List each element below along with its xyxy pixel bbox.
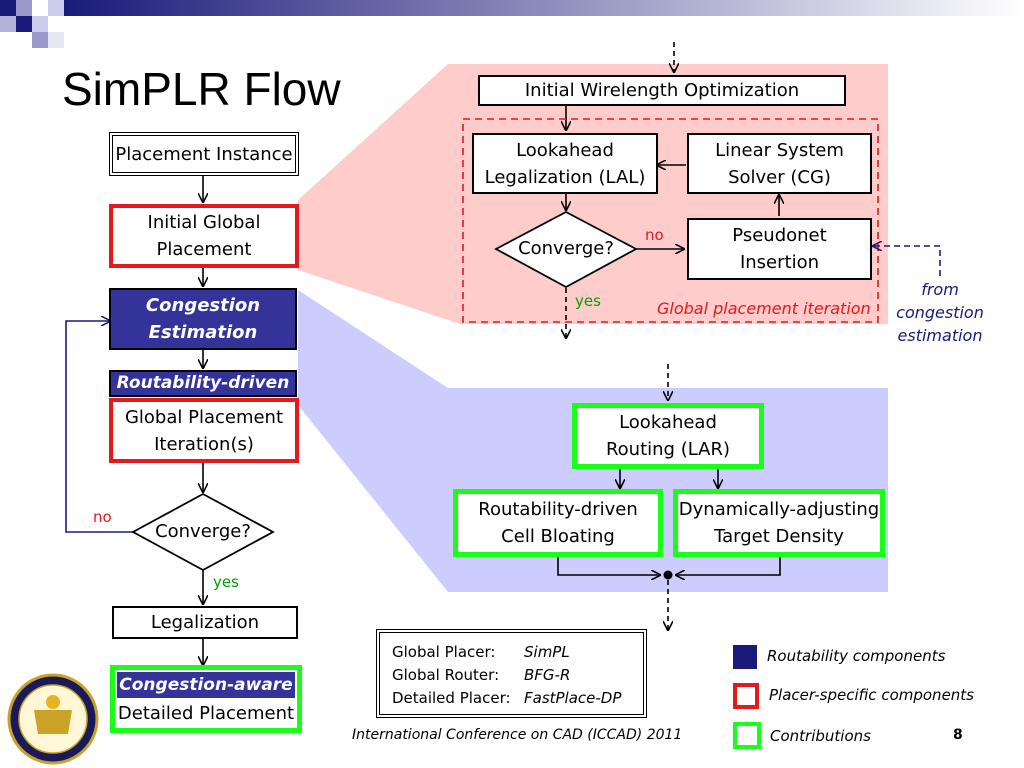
tools-row-label: Global Router: (392, 666, 500, 684)
legend-contributions-label: Contributions (770, 727, 871, 745)
tools-row-label: Detailed Placer: (392, 689, 511, 707)
no-label-top: no (645, 226, 664, 244)
header-gradient-bar (64, 0, 1024, 16)
global-placement-iteration-label: Global placement iteration (657, 299, 871, 318)
legend-green-swatch (733, 722, 761, 749)
tools-box: Global Placer: SimPL Global Router: BFG-R De… (376, 629, 647, 718)
routability-driven-header: Routability-driven (109, 370, 297, 397)
tools-row-value: FastPlace-DP (524, 689, 622, 707)
cell-bloating-box: Routability-driven Cell Bloating (453, 489, 663, 557)
legend-routability-label: Routability components (767, 647, 946, 665)
converge-label-left: Converge? (155, 521, 251, 542)
detailed-placement-label: Detailed Placement (117, 703, 295, 724)
placement-instance-box: Placement Instance (109, 132, 299, 176)
legalization-box: Legalization (112, 606, 298, 639)
legend-navy-swatch (733, 645, 757, 669)
tools-row-value: BFG-R (524, 666, 571, 684)
converge-diamond-left (131, 492, 275, 572)
no-label-left: no (93, 508, 112, 526)
university-seal-logo (7, 673, 99, 765)
from-congestion-label: from congestion estimation (896, 280, 984, 345)
footer-conference: International Conference on CAD (ICCAD) … (352, 727, 683, 743)
tools-row: Detailed Placer: FastPlace-DP (392, 687, 621, 710)
congestion-estimation-box: Congestion Estimation (109, 288, 297, 350)
global-placement-iterations-box: Global Placement Iteration(s) (109, 398, 299, 463)
legend-placer-specific-label: Placer-specific components (769, 686, 974, 704)
yes-label-top: yes (575, 292, 601, 310)
yes-label-left: yes (213, 573, 239, 591)
tools-row-label: Global Placer: (392, 643, 496, 661)
lar-box: Lookahead Routing (LAR) (572, 403, 764, 469)
converge-diamond-top (494, 210, 638, 289)
cg-box: Linear System Solver (CG) (687, 133, 872, 194)
page-number: 8 (953, 727, 963, 743)
legend-red-swatch (733, 683, 759, 709)
slide-title: SimPLR Flow (62, 63, 341, 115)
tools-row: Global Router: BFG-R (392, 664, 621, 687)
detailed-placement-group: Congestion-aware Detailed Placement (110, 665, 302, 733)
target-density-box: Dynamically-adjusting Target Density (673, 489, 885, 557)
congestion-aware-header: Congestion-aware (117, 672, 295, 698)
tools-row-value: SimPL (524, 643, 570, 661)
initial-wirelength-box: Initial Wirelength Optimization (478, 75, 846, 106)
tools-row: Global Placer: SimPL (392, 641, 621, 664)
converge-label-top: Converge? (518, 238, 614, 259)
initial-global-placement-box: Initial Global Placement (109, 204, 299, 268)
lal-box: Lookahead Legalization (LAL) (472, 133, 658, 194)
pseudonet-box: Pseudonet Insertion (687, 218, 872, 280)
